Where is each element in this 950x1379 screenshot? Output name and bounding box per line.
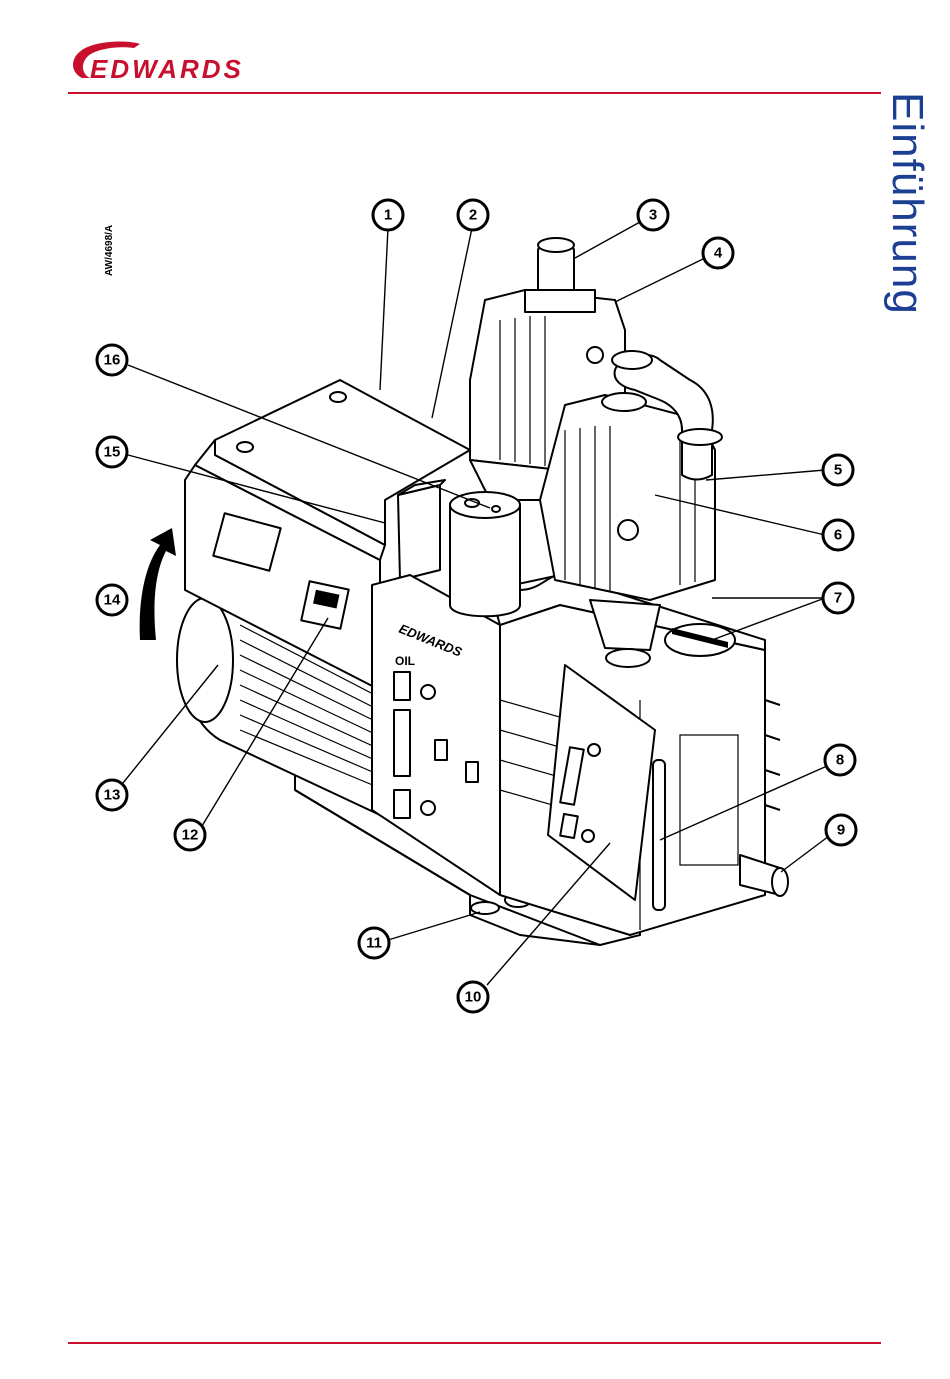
svg-text:8: 8 — [836, 752, 844, 769]
svg-text:3: 3 — [649, 207, 657, 224]
callout-3: 3 — [638, 200, 668, 230]
svg-text:11: 11 — [366, 935, 382, 952]
callout-12: 12 — [175, 820, 205, 850]
svg-text:10: 10 — [465, 989, 482, 1006]
svg-text:2: 2 — [469, 207, 477, 224]
svg-text:4: 4 — [714, 245, 723, 262]
callout-14: 14 — [97, 585, 127, 615]
callout-4: 4 — [703, 238, 733, 268]
callout-2: 2 — [458, 200, 488, 230]
svg-text:14: 14 — [104, 592, 121, 609]
svg-text:12: 12 — [182, 827, 199, 844]
callout-9: 9 — [826, 815, 856, 845]
motor-fan-cowl — [177, 598, 233, 722]
sight-glass — [653, 760, 665, 910]
callout-10: 10 — [458, 982, 488, 1012]
callout-6: 6 — [823, 520, 853, 550]
svg-text:6: 6 — [834, 527, 842, 544]
oil-label: OIL — [395, 654, 415, 668]
callout-15: 15 — [97, 437, 127, 467]
svg-text:9: 9 — [837, 822, 845, 839]
svg-text:13: 13 — [104, 787, 121, 804]
svg-text:16: 16 — [104, 352, 121, 369]
svg-text:1: 1 — [384, 207, 392, 224]
svg-text:15: 15 — [104, 444, 121, 461]
callout-16: 16 — [97, 345, 127, 375]
callout-8: 8 — [825, 745, 855, 775]
svg-text:5: 5 — [834, 462, 842, 479]
svg-text:7: 7 — [834, 590, 842, 607]
foot — [471, 902, 499, 914]
rotation-arrow — [140, 528, 176, 640]
callout-13: 13 — [97, 780, 127, 810]
callout-11: 11 — [359, 928, 389, 958]
callout-5: 5 — [823, 455, 853, 485]
callout-1: 1 — [373, 200, 403, 230]
mode-selector — [398, 485, 440, 580]
callout-7: 7 — [823, 583, 853, 613]
